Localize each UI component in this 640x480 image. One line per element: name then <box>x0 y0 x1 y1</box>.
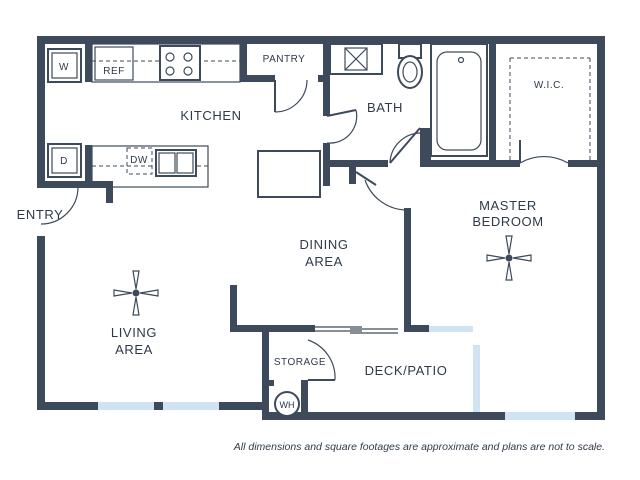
door-swings <box>40 79 569 381</box>
ceiling-fan-icon <box>486 235 532 281</box>
disclaimer-text: All dimensions and square footages are a… <box>233 441 605 453</box>
stove <box>159 45 201 81</box>
pantry-label: PANTRY <box>263 54 306 65</box>
closet-shelving <box>509 57 591 160</box>
master-bedroom-label-line2: BEDROOM <box>472 214 543 229</box>
kitchen-island <box>257 150 321 198</box>
toilet <box>397 43 423 89</box>
windows <box>98 326 575 420</box>
ceiling-fan-icon <box>113 270 159 316</box>
refrigerator <box>94 46 134 81</box>
bathtub <box>430 43 488 157</box>
dining-area-label-line1: DINING <box>299 237 348 252</box>
interior-walls <box>37 40 605 420</box>
shower <box>329 43 383 75</box>
water-heater-label: WH <box>280 400 295 410</box>
bath-label: BATH <box>367 100 403 115</box>
kitchen-label: KITCHEN <box>180 108 241 123</box>
refrigerator-label: REF <box>103 66 125 77</box>
wic-label: W.I.C. <box>534 80 564 91</box>
master-bedroom-label-line1: MASTER <box>479 198 537 213</box>
dryer-label: D <box>60 156 68 167</box>
dishwasher <box>126 147 153 175</box>
living-area-label-line2: AREA <box>115 342 153 357</box>
dryer <box>47 143 82 178</box>
washer-label: W <box>59 62 69 73</box>
dishwasher-label: DW <box>130 155 148 166</box>
kitchen-sink <box>155 149 197 177</box>
washer <box>47 48 82 83</box>
dining-area-label-line2: AREA <box>305 254 343 269</box>
entry-label: ENTRY <box>17 207 64 222</box>
deck-patio-label: DECK/PATIO <box>365 363 448 378</box>
living-area-label-line1: LIVING <box>111 325 157 340</box>
water-heater <box>274 391 300 417</box>
storage-label: STORAGE <box>274 357 326 368</box>
sliding-door <box>315 326 398 334</box>
